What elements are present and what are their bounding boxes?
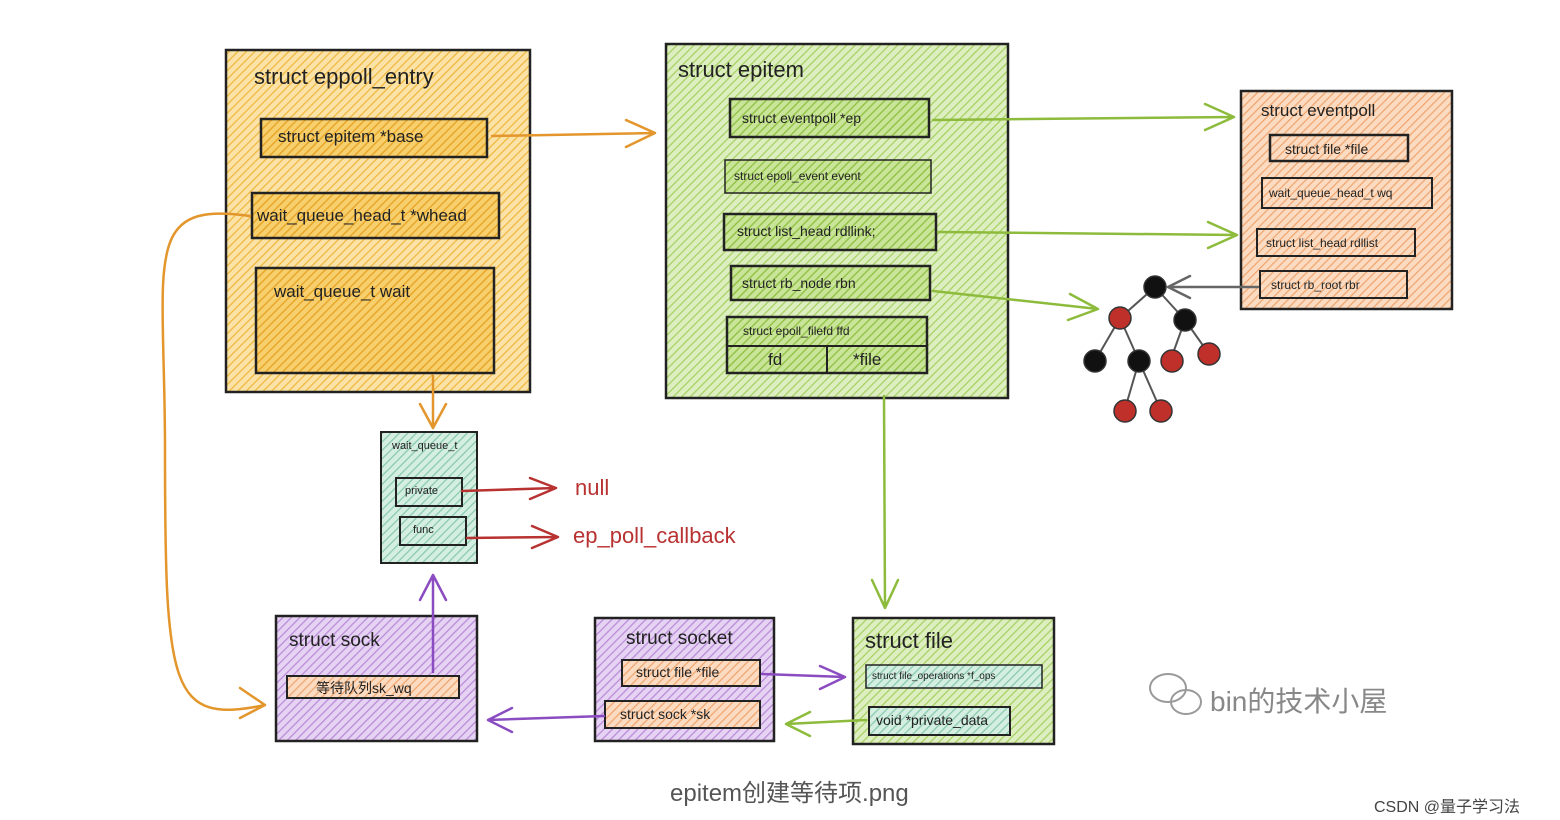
epitem-ffd-label: struct epoll_filefd ffd <box>743 324 850 338</box>
arrow-privatedata-to-socket <box>784 710 868 738</box>
rb-node-black <box>1173 308 1197 332</box>
wait-queue-t-box <box>380 431 478 564</box>
eventpoll-file-label: struct file *file <box>1285 141 1369 157</box>
arrow-sk-to-sock <box>486 706 606 734</box>
eventpoll-wq-label: wait_queue_head_t wq <box>1269 186 1393 200</box>
arrow-rdllink-to-rdllist <box>936 220 1239 250</box>
rb-node-black <box>1127 349 1151 373</box>
eventpoll-rbr-field <box>1259 270 1408 299</box>
wait-queue-func-label: func <box>413 524 434 536</box>
eventpoll-file-field <box>1268 133 1410 163</box>
csdn-credit: CSDN @量子学习法 <box>1374 799 1521 816</box>
epitem-ep-field <box>728 97 931 139</box>
file-box <box>851 616 1056 746</box>
eppoll-whead-field <box>250 191 501 240</box>
eventpoll-rdllist-field <box>1256 228 1416 257</box>
null-target-label: null <box>575 475 610 500</box>
image-caption: epitem创建等待项.png <box>670 780 909 807</box>
sock-sk-wq-label: 等待队列sk_wq <box>316 680 412 696</box>
file-private-data-label: void *private_data <box>876 712 989 728</box>
wait-queue-private-label: private <box>405 485 439 497</box>
eventpoll-rbr-label: struct rb_root rbr <box>1271 278 1360 292</box>
socket-sk-label: struct sock *sk <box>620 706 711 722</box>
rb-node-red <box>1113 399 1137 423</box>
arrow-file-to-structfile <box>870 394 900 610</box>
epitem-rbn-field <box>729 264 932 302</box>
socket-title: struct socket <box>626 628 733 649</box>
arrow-private-to-null <box>460 476 558 501</box>
wechat-icon <box>1149 673 1202 715</box>
rb-node-black <box>1143 275 1167 299</box>
eppoll-base-label: struct epitem *base <box>278 127 424 146</box>
eppoll-entry-title: struct eppoll_entry <box>254 64 434 89</box>
socket-file-field <box>621 659 761 687</box>
socket-sk-field <box>604 700 761 729</box>
epitem-file-label: *file <box>853 350 882 369</box>
arrow-func-to-callback <box>465 524 560 550</box>
wait-queue-private-field <box>395 477 463 507</box>
arrow-wait-to-waitqueue <box>418 374 448 430</box>
epitem-title: struct epitem <box>678 57 804 82</box>
eventpoll-wq-field <box>1261 177 1433 209</box>
rb-node-red <box>1149 399 1173 423</box>
eventpoll-rdllist-label: struct list_head rdllist <box>1266 236 1379 250</box>
file-fops-field <box>865 664 1043 689</box>
arrow-skwq-to-waitqueue <box>418 573 448 674</box>
eppoll-whead-label: wait_queue_head_t *whead <box>257 206 467 225</box>
epitem-fd-label: fd <box>768 350 783 369</box>
epitem-event-label: struct epoll_event event <box>734 169 861 183</box>
arrow-socketfile-to-file <box>760 664 847 691</box>
arrow-ep-to-eventpoll <box>931 102 1236 132</box>
epitem-rbn-label: struct rb_node rbn <box>742 275 856 291</box>
epitem-rdllink-field <box>722 212 938 252</box>
watermark: bin的技术小屋 <box>1210 686 1388 717</box>
arrow-base-to-epitem <box>490 118 657 149</box>
eppoll-base-field <box>259 117 489 159</box>
sock-box <box>274 614 479 743</box>
rb-tree <box>1083 275 1221 423</box>
arrow-whead-to-sock <box>161 212 267 720</box>
socket-box <box>593 616 776 743</box>
epitem-event-field <box>724 159 932 194</box>
rb-node-red <box>1108 306 1132 330</box>
rb-node-black <box>1083 349 1107 373</box>
rb-node-red <box>1197 342 1221 366</box>
arrow-rbr-to-root <box>1166 274 1260 300</box>
sock-sk-wq-field <box>286 675 460 699</box>
wait-queue-title: wait_queue_t <box>392 440 458 452</box>
epitem-ep-label: struct eventpoll *ep <box>742 110 862 126</box>
file-title: struct file <box>865 628 954 653</box>
eventpoll-box <box>1239 89 1454 311</box>
sock-title: struct sock <box>289 630 380 651</box>
eppoll-entry-box <box>224 48 532 394</box>
rb-node-red <box>1160 349 1184 373</box>
epitem-rdllink-label: struct list_head rdllink; <box>737 223 876 239</box>
file-private-data-field <box>868 706 1011 736</box>
arrow-rbn-to-rbtree <box>931 289 1100 322</box>
ep-poll-callback-label: ep_poll_callback <box>573 523 736 548</box>
eppoll-wait-field <box>254 266 496 375</box>
epitem-box <box>664 42 1010 400</box>
eppoll-wait-label: wait_queue_t wait <box>274 282 411 301</box>
file-fops-label: struct file_operations *f_ops <box>872 671 996 682</box>
eventpoll-title: struct eventpoll <box>1261 101 1376 120</box>
wait-queue-func-field <box>399 516 467 546</box>
socket-file-label: struct file *file <box>636 664 720 680</box>
